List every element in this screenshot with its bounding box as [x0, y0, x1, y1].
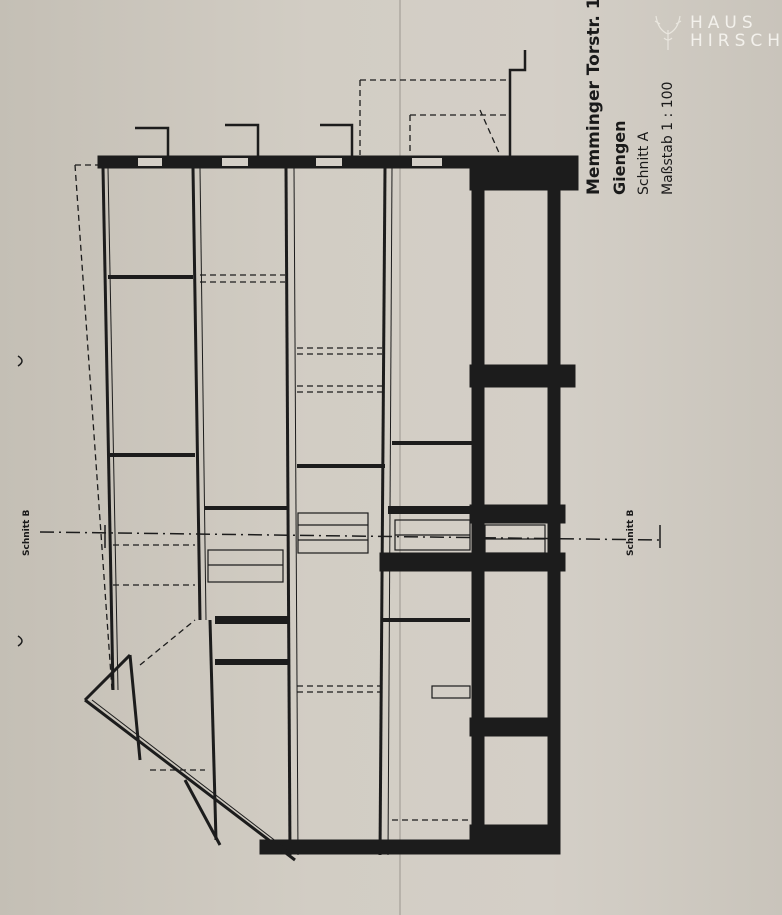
section-marker-right: Schnitt B: [626, 509, 636, 556]
section-line: [39, 531, 661, 541]
address-label: Memminger Torstr. 14: [584, 0, 604, 195]
section-marker-left: Schnitt B: [22, 509, 32, 556]
deer-antler-logo-icon: [654, 15, 682, 50]
brand-logo: HAUS HIRSCH: [690, 14, 782, 50]
bottom-wall: [259, 839, 561, 855]
scale-label: Maßstab 1 : 100: [660, 81, 676, 195]
section-label: Schnitt A: [636, 131, 652, 195]
logo-line-2: HIRSCH: [690, 31, 782, 51]
city-label: Giengen: [610, 120, 629, 195]
logo-line-1: HAUS: [690, 13, 758, 33]
